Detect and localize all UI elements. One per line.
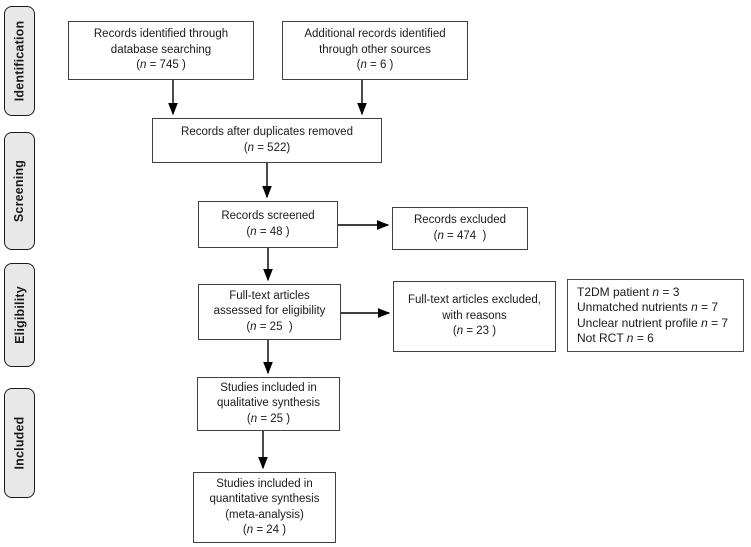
box-text-line: Not RCT n = 6 [577, 331, 654, 345]
box-text-line: Additional records identified [304, 28, 446, 41]
stage-eligibility: Eligibility [4, 263, 35, 367]
box-text-line: (n = 25 ) [246, 320, 293, 333]
box-text-line: Full-text articles excluded, [408, 294, 541, 307]
box-text-line: through other sources [319, 43, 431, 56]
box-text-line: Records after duplicates removed [181, 126, 353, 138]
box-text-line: (n = 48 ) [246, 225, 290, 238]
box-text-line: Full-text articles [229, 289, 310, 302]
box-text-line: Studies included in [220, 381, 317, 394]
stage-screening-label: Screening [12, 159, 27, 223]
box-text-line: (n = 522) [243, 141, 291, 154]
box-text-line: quantitative synthesis [209, 493, 320, 505]
stage-identification-label: Identification [12, 20, 27, 102]
box-text-line: (n = 6 ) [356, 59, 394, 72]
box-text-line: (n = 23 ) [452, 325, 497, 338]
box-fulltext-excluded: Full-text articles excluded, with reasons… [393, 281, 556, 352]
box-text-line: T2DM patient n = 3 [577, 284, 680, 299]
box-records-screened: Records screened (n = 48 ) [198, 201, 338, 248]
stage-screening: Screening [4, 132, 35, 250]
box-text-line: qualitative synthesis [217, 397, 320, 410]
box-records-after-duplicates-removed: Records after duplicates removed (n = 522… [152, 118, 382, 163]
box-fulltext-assessed: Full-text articles assessed for eligibili… [198, 284, 341, 340]
stage-identification: Identification [4, 6, 35, 116]
stage-eligibility-label: Eligibility [12, 286, 27, 344]
box-records-identified-database: Records identified through database searc… [68, 21, 254, 80]
stage-included: Included [4, 388, 35, 498]
box-text-line: assessed for eligibility [213, 305, 326, 318]
box-text-line: (n = 25 ) [246, 412, 291, 425]
box-text-line: database searching [110, 43, 212, 56]
box-text-line: (n = 24 ) [242, 524, 287, 536]
box-quantitative-synthesis: Studies included in quantitative synthesi… [193, 472, 336, 543]
box-text-line: with reasons [442, 309, 507, 322]
box-text-line: (meta-analysis) [225, 508, 304, 521]
box-text-line: (n = 474 ) [433, 229, 487, 242]
box-text-line: Records screened [221, 210, 315, 222]
box-qualitative-synthesis: Studies included in qualitative synthesis… [197, 377, 340, 431]
box-records-excluded: Records excluded (n = 474 ) [392, 207, 528, 250]
box-additional-records-other-sources: Additional records identified through oth… [282, 21, 468, 80]
box-text-line: Records excluded [413, 214, 507, 226]
box-text-line: Records identified through [93, 28, 229, 41]
box-text-line: (n = 745 ) [136, 59, 186, 72]
stage-included-label: Included [12, 416, 27, 470]
box-text-line: Studies included in [216, 477, 313, 490]
box-text-line: Unclear nutrient profile n = 7 [577, 315, 729, 330]
box-text-line: Unmatched nutrients n = 7 [577, 300, 719, 314]
